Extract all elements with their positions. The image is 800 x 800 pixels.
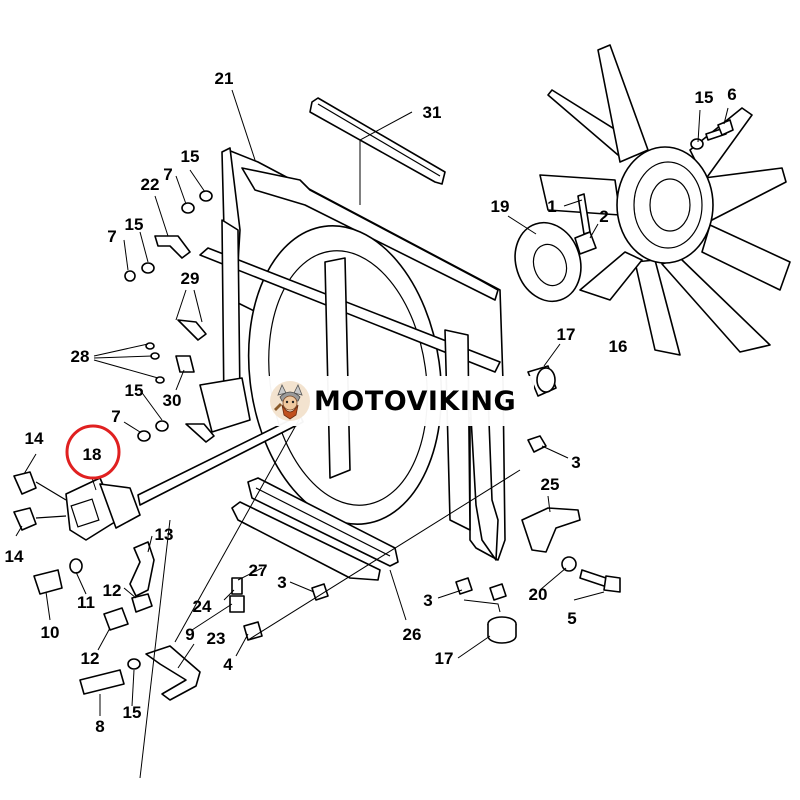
seal-strip xyxy=(309,97,446,185)
callout-17: 17 xyxy=(557,325,576,344)
watermark-banner: MOTOVIKING xyxy=(262,376,534,426)
bracket-23 xyxy=(79,645,201,701)
callout-14: 14 xyxy=(25,429,44,448)
callout-27: 27 xyxy=(249,561,268,580)
callout-29: 29 xyxy=(181,269,200,288)
callout-12: 12 xyxy=(103,581,122,600)
viking-mascot-icon xyxy=(270,381,310,421)
callout-8: 8 xyxy=(95,717,104,736)
callout-3: 3 xyxy=(423,591,432,610)
callout-12: 12 xyxy=(81,649,100,668)
callout-15: 15 xyxy=(125,381,144,400)
bolt-5 xyxy=(561,556,621,593)
hose-fittings xyxy=(33,541,155,631)
callout-10: 10 xyxy=(41,623,60,642)
clips-and-small-hardware xyxy=(124,190,215,443)
highlight-circle xyxy=(65,424,121,480)
callout-23: 23 xyxy=(207,629,226,648)
callout-7: 7 xyxy=(111,407,120,426)
callout-14: 14 xyxy=(5,547,24,566)
leader-lines xyxy=(15,89,729,779)
callout-2: 2 xyxy=(599,207,608,226)
callout-30: 30 xyxy=(163,391,182,410)
watermark-brand: MOTOVIKING xyxy=(314,385,517,417)
callout-16: 16 xyxy=(609,337,628,356)
callout-9: 9 xyxy=(185,625,194,644)
callout-25: 25 xyxy=(541,475,560,494)
fan xyxy=(539,44,791,356)
lower-rail xyxy=(231,477,399,581)
callout-21: 21 xyxy=(215,69,234,88)
callout-20: 20 xyxy=(529,585,548,604)
callout-3: 3 xyxy=(571,453,580,472)
callout-18: 18 xyxy=(83,445,102,464)
callout-22: 22 xyxy=(141,175,160,194)
spacer-ring xyxy=(514,221,582,303)
callout-17: 17 xyxy=(435,649,454,668)
callout-4: 4 xyxy=(223,655,233,674)
callout-6: 6 xyxy=(727,85,736,104)
callout-15: 15 xyxy=(125,215,144,234)
fan-shroud xyxy=(199,147,506,561)
callout-7: 7 xyxy=(163,165,172,184)
callout-3: 3 xyxy=(277,573,286,592)
callout-5: 5 xyxy=(567,609,576,628)
callout-1: 1 xyxy=(547,197,556,216)
callout-19: 19 xyxy=(491,197,510,216)
callout-24: 24 xyxy=(193,597,212,616)
mount-17-lower xyxy=(487,616,517,644)
bolt-6 xyxy=(690,119,734,150)
callout-31: 31 xyxy=(423,103,442,122)
callout-15: 15 xyxy=(695,88,714,107)
nuts-3 xyxy=(311,435,547,601)
callout-13: 13 xyxy=(155,525,174,544)
mount-17-upper xyxy=(527,365,557,397)
left-bracket xyxy=(199,219,251,433)
callout-15: 15 xyxy=(181,147,200,166)
callout-labels: 21 31 15 6 15 7 22 1 19 2 15 7 29 28 17 … xyxy=(5,69,737,736)
bracket-25 xyxy=(521,507,581,553)
callout-15: 15 xyxy=(123,703,142,722)
callout-7: 7 xyxy=(107,227,116,246)
bolt-9-spacer-24 xyxy=(229,577,263,641)
callout-26: 26 xyxy=(403,625,422,644)
callout-11: 11 xyxy=(77,593,95,612)
actuator xyxy=(13,414,304,541)
callout-28: 28 xyxy=(71,347,90,366)
